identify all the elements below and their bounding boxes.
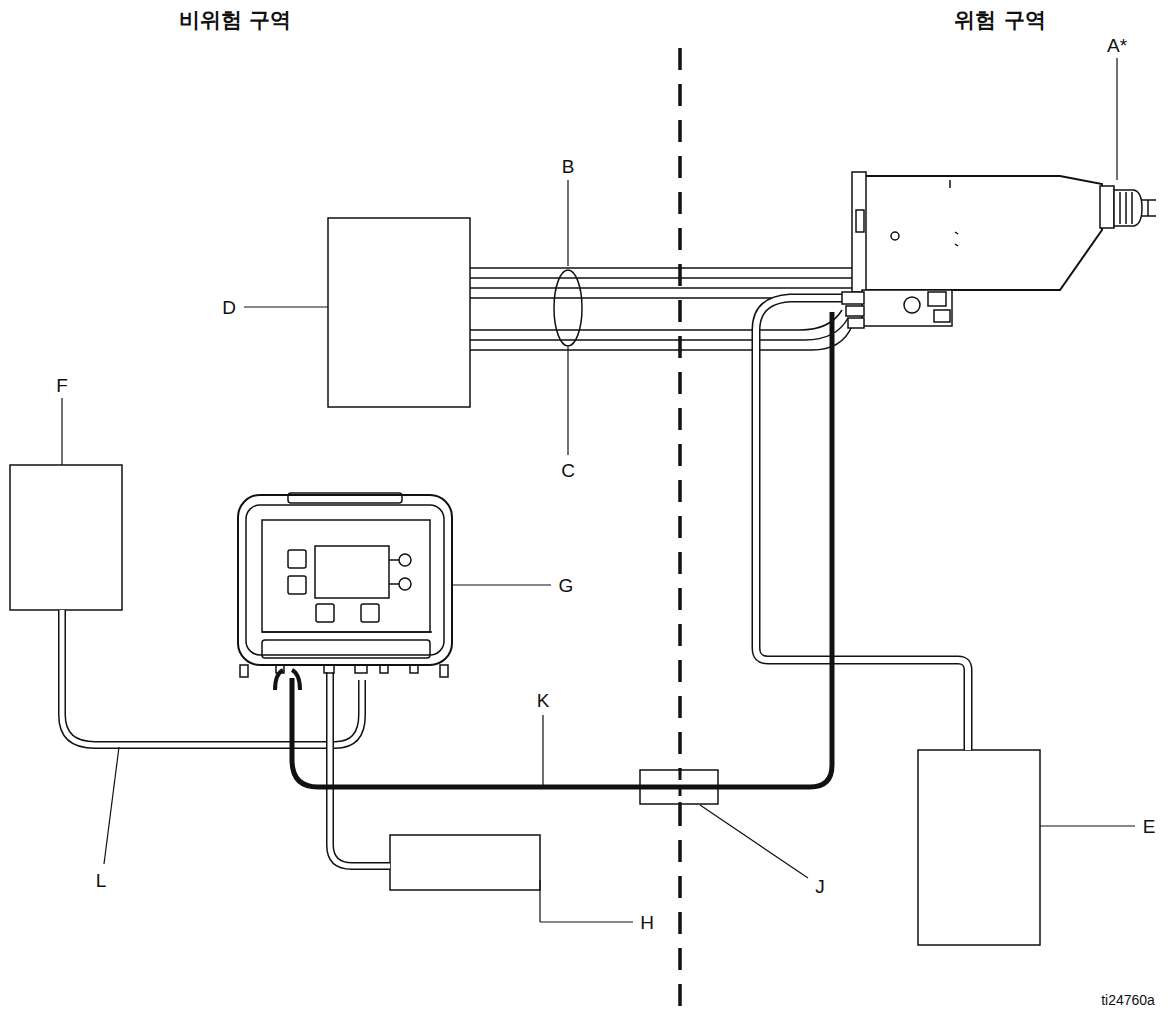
- callout-letter: L: [94, 869, 109, 892]
- callout-letter: G: [557, 574, 576, 597]
- bundle-tie: [554, 270, 582, 346]
- callout-letter: F: [54, 374, 70, 397]
- callout-letter: D: [220, 296, 238, 319]
- callout-letter: H: [638, 911, 656, 934]
- leader-lines: [62, 58, 1135, 922]
- cable-bundle: [470, 268, 852, 350]
- callout-letter: A*: [1105, 34, 1129, 57]
- barrier-j: [640, 770, 718, 804]
- callout-letter: E: [1141, 815, 1158, 838]
- box-f: [10, 465, 122, 610]
- zone-heading: 비위험 구역: [177, 8, 293, 33]
- zone-divider: [678, 48, 682, 1013]
- figure-id: ti24760a: [1099, 991, 1157, 1009]
- callout-letter: J: [813, 875, 827, 898]
- zone-heading: 위험 구역: [952, 8, 1047, 33]
- callout-letter: C: [559, 459, 577, 482]
- box-e: [918, 750, 1040, 945]
- callout-letter: K: [535, 689, 552, 712]
- hose-e: [756, 298, 968, 750]
- controller-g: [238, 493, 452, 677]
- callout-letter: B: [560, 155, 577, 178]
- hose-h: [330, 672, 390, 866]
- spray-gun-a: [842, 172, 1156, 328]
- box-d: [328, 218, 470, 407]
- box-h: [390, 835, 540, 890]
